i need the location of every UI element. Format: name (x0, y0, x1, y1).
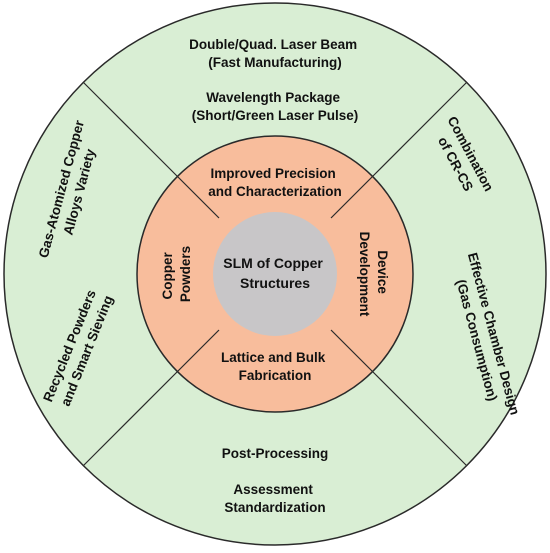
outer-bottom-item-2: Assessment Standardization (224, 482, 325, 515)
core-circle (213, 212, 337, 336)
inner-divider-top-left (176, 175, 220, 219)
outer-top-1-line2: (Fast Manufacturing) (208, 55, 342, 70)
divider-bottom-left (82, 371, 178, 467)
middle-label-right: Device Development (357, 232, 390, 317)
inner-divider-bottom-right (330, 329, 374, 373)
middle-right-line2: Development (357, 232, 372, 317)
outer-top-2-line1: Wavelength Package (206, 90, 340, 105)
outer-bottom-item-1: Post-Processing (222, 446, 329, 461)
middle-label-bottom: Lattice and Bulk Fabrication (221, 350, 329, 383)
middle-left-line1: Copper (160, 252, 175, 300)
core-label-line1: SLM of Copper (223, 255, 323, 271)
middle-bottom-line1: Lattice and Bulk (221, 350, 326, 365)
divider-top-left (82, 81, 178, 177)
outer-top-1-line1: Double/Quad. Laser Beam (189, 37, 357, 52)
outer-bottom-2-line2: Standardization (224, 500, 325, 515)
outer-top-item-1: Double/Quad. Laser Beam (Fast Manufactur… (189, 37, 361, 70)
inner-divider-top-right (330, 175, 374, 219)
middle-left-line2: Powders (178, 246, 193, 302)
core-label: SLM of Copper Structures (223, 255, 326, 291)
outer-top-item-2: Wavelength Package (Short/Green Laser Pu… (192, 90, 359, 123)
outer-bottom-2-line1: Assessment (233, 482, 313, 497)
outer-top-2-line2: (Short/Green Laser Pulse) (192, 108, 359, 123)
middle-label-top: Improved Precision and Characterization (208, 166, 342, 199)
middle-right-line1: Device (375, 250, 390, 294)
outer-bottom-1-line1: Post-Processing (222, 446, 329, 461)
inner-divider-bottom-left (176, 329, 220, 373)
divider-bottom-right (372, 371, 468, 467)
middle-top-line2: and Characterization (208, 184, 342, 199)
middle-bottom-line2: Fabrication (239, 368, 312, 383)
core-label-line2: Structures (240, 275, 310, 291)
middle-label-left: Copper Powders (160, 246, 193, 302)
middle-top-line1: Improved Precision (210, 166, 335, 181)
divider-top-right (372, 81, 468, 177)
